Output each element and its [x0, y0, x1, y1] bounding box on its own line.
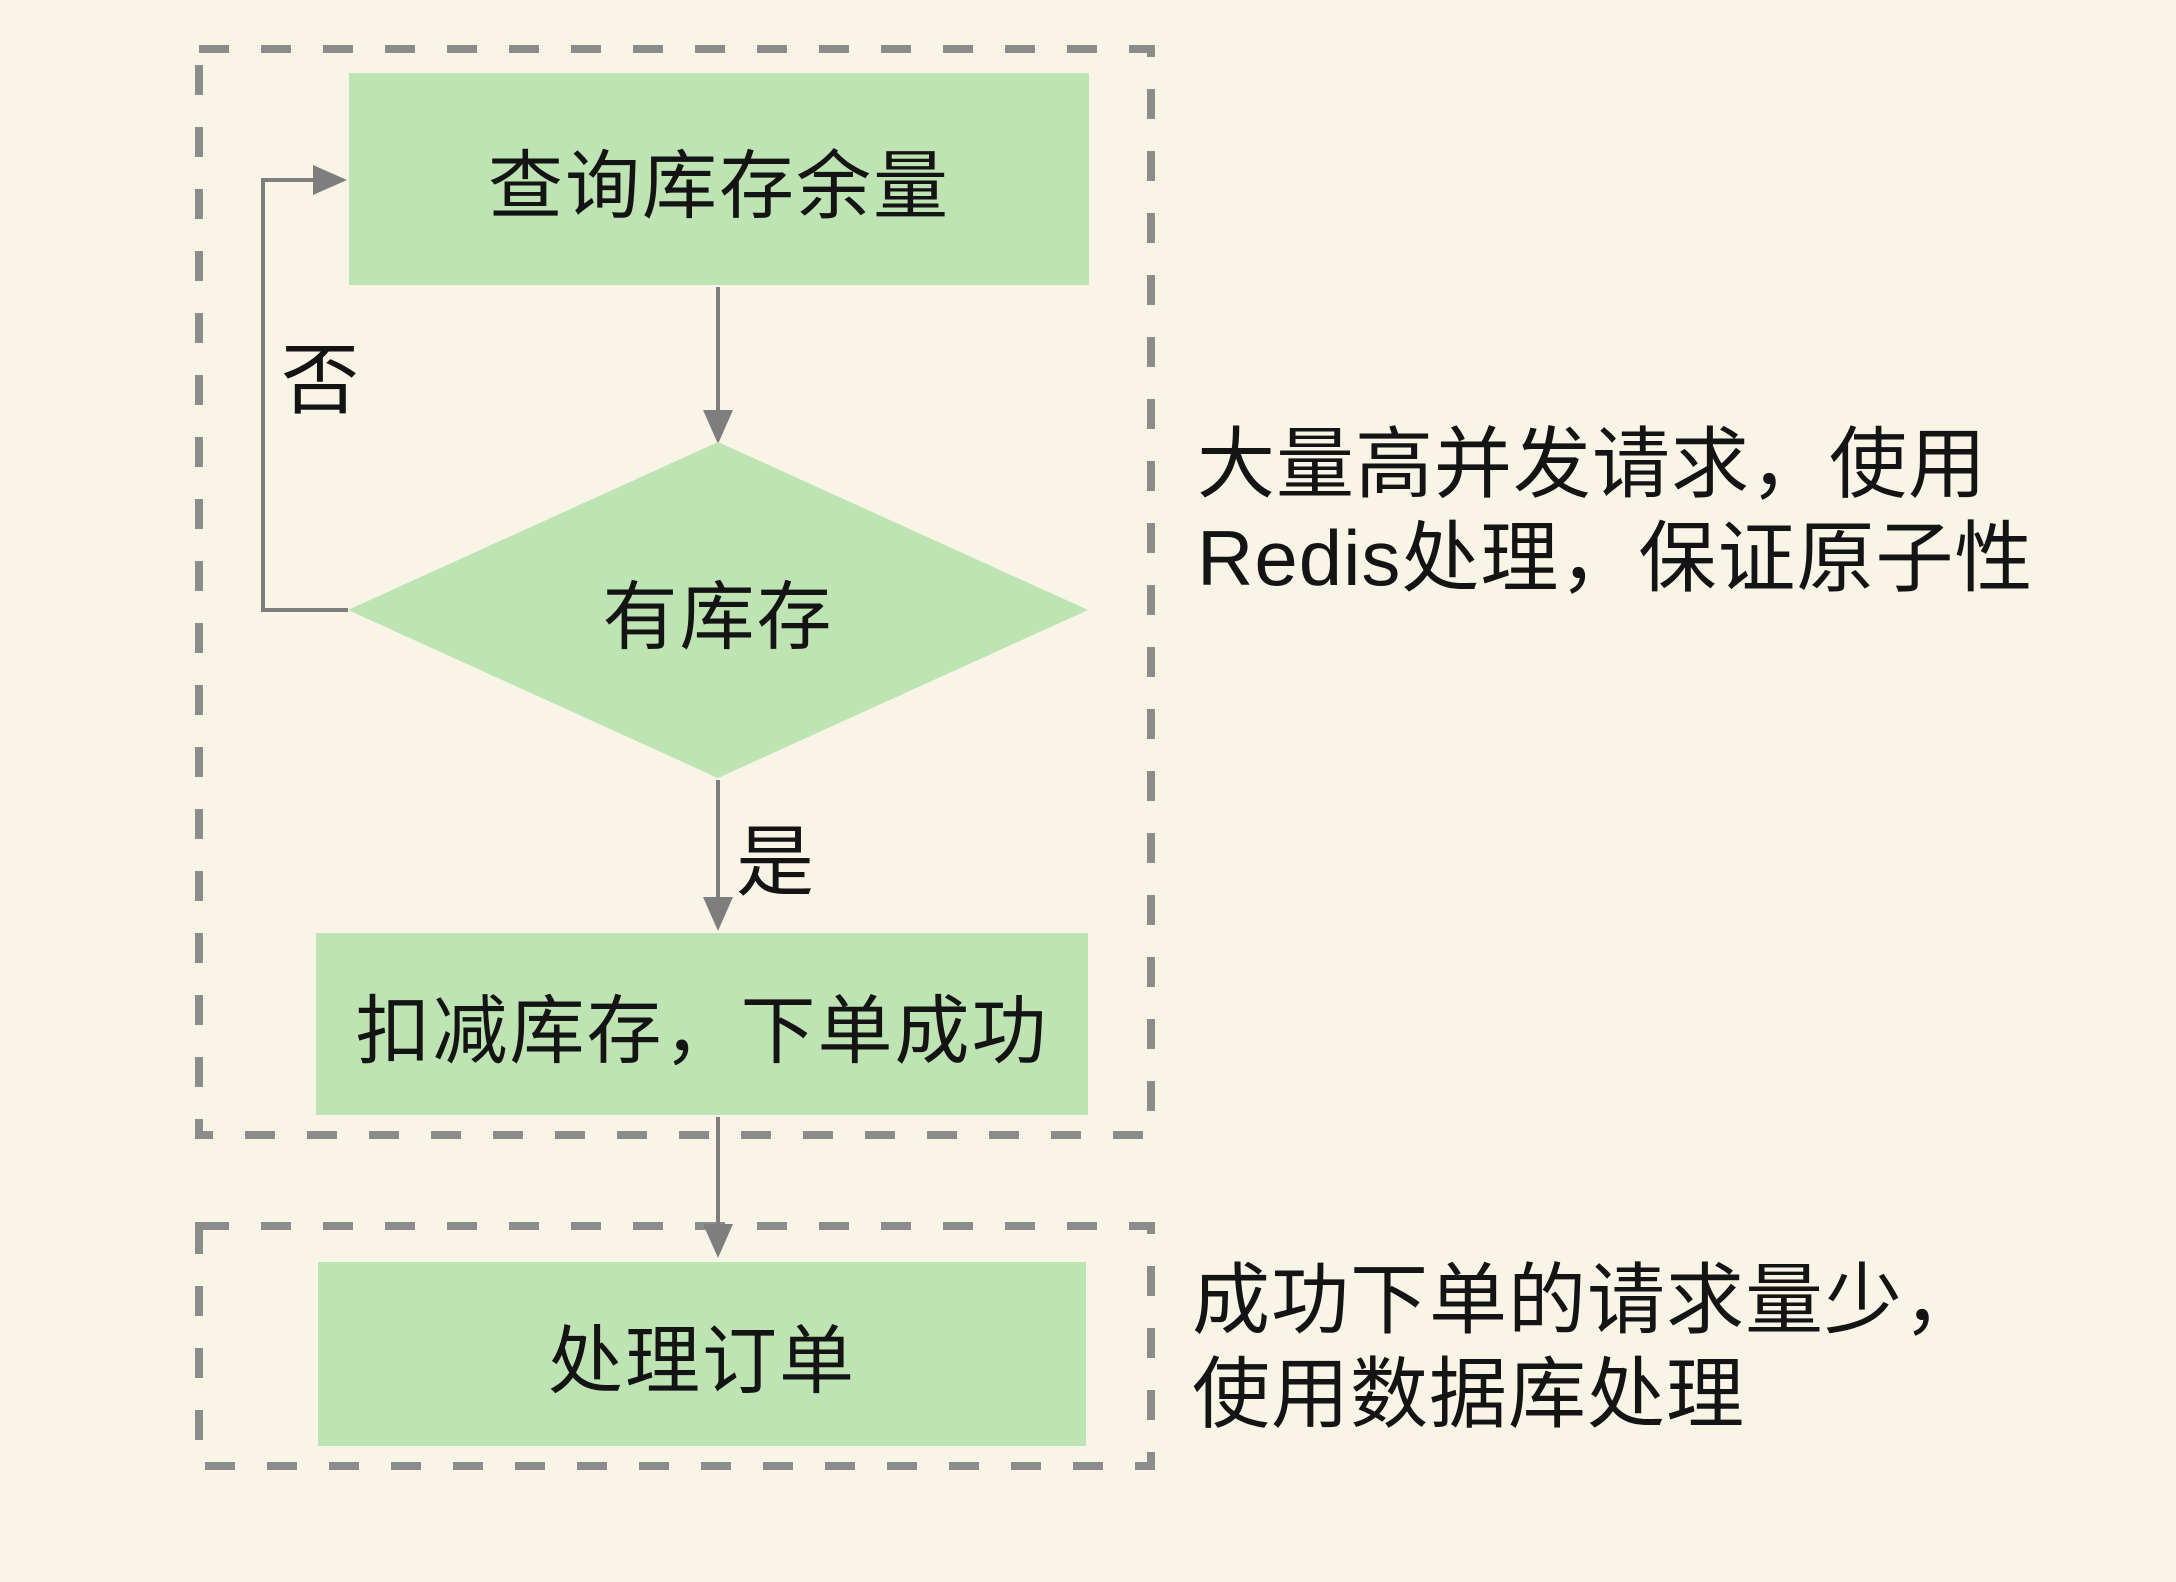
annotation-redis: 大量高并发请求，使用 Redis处理，保证原子性: [1197, 417, 2033, 605]
annotation-db-line1: 成功下单的请求量少，: [1192, 1256, 1983, 1344]
edge-label-no: 否: [281, 336, 360, 424]
node-query-stock-label: 查询库存余量: [487, 143, 950, 228]
node-query-stock: 查询库存余量: [349, 73, 1089, 285]
annotation-db: 成功下单的请求量少， 使用数据库处理: [1192, 1253, 1982, 1441]
arrow-no-loop-line: [261, 178, 348, 612]
annotation-db-line2: 使用数据库处理: [1192, 1350, 1746, 1438]
arrow-deduct-to-process-head: [703, 1224, 733, 1258]
annotation-redis-line2: Redis处理，保证原子性: [1197, 514, 2034, 602]
arrow-query-to-decision-head: [703, 410, 733, 444]
db-group-dashed-border: [195, 1222, 1155, 1470]
node-process-order: 处理订单: [318, 1262, 1086, 1446]
arrow-decision-to-deduct-head: [703, 897, 733, 931]
node-deduct-stock: 扣减库存，下单成功: [316, 933, 1088, 1115]
arrow-no-loop-head: [313, 165, 347, 195]
redis-group-dashed-border: [195, 45, 1155, 1139]
node-process-order-label: 处理订单: [547, 1318, 856, 1403]
annotation-redis-line1: 大量高并发请求，使用: [1197, 420, 1988, 508]
edge-label-yes: 是: [736, 818, 815, 906]
node-deduct-stock-label: 扣减库存，下单成功: [355, 988, 1049, 1073]
node-decision-has-stock-label: 有库存: [602, 574, 834, 659]
